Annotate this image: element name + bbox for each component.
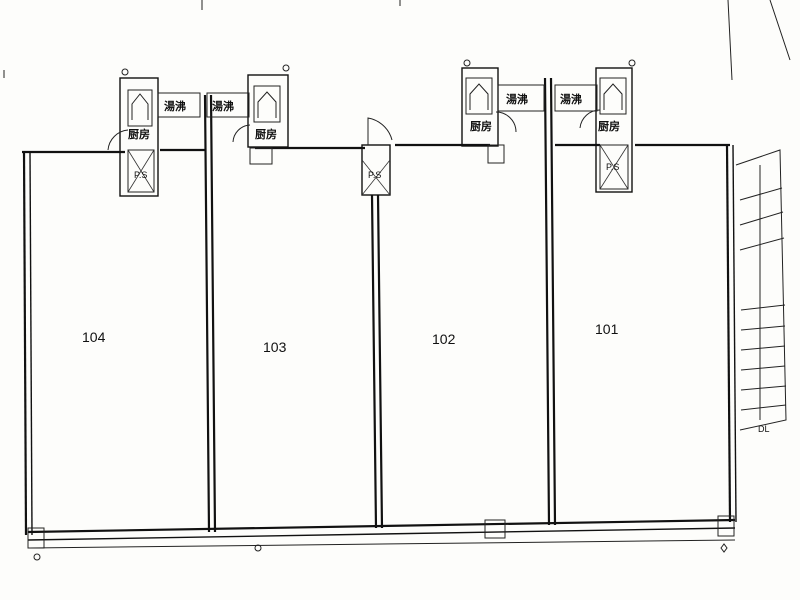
unit-label-103: 103 — [263, 339, 287, 355]
kitchen-label-101: 厨房 — [598, 119, 620, 133]
dl-label: DL — [758, 424, 770, 434]
water-heater-label-101: 湯沸 — [560, 92, 582, 106]
service-block-102: 湯沸 厨房 — [461, 59, 545, 164]
water-heater-label-103: 湯沸 — [212, 99, 234, 113]
service-block-101: P.S 湯沸 厨房 — [554, 59, 636, 193]
staircase — [727, 0, 791, 431]
service-block-104: P.S 湯沸 厨房 — [107, 68, 201, 197]
unit-label-104: 104 — [82, 329, 106, 345]
ps-label-101: P.S — [606, 162, 619, 172]
ps-label-104: P.S — [134, 170, 147, 180]
ps-label-102: P.S — [368, 170, 381, 180]
service-block-103: 湯沸 厨房 — [206, 64, 290, 165]
kitchen-label-103: 厨房 — [255, 127, 277, 141]
kitchen-label-104: 厨房 — [128, 127, 150, 141]
service-block-102-ps: P.S — [361, 117, 393, 196]
bottom-details: DL — [27, 424, 770, 561]
unit-label-102: 102 — [432, 331, 456, 347]
water-heater-label-104: 湯沸 — [164, 99, 186, 113]
unit-labels: 104 103 102 101 — [82, 321, 619, 355]
unit-label-101: 101 — [595, 321, 619, 337]
partition-walls — [203, 77, 557, 533]
kitchen-label-102: 厨房 — [470, 119, 492, 133]
water-heater-label-102: 湯沸 — [506, 92, 528, 106]
scan-marks — [3, 0, 401, 78]
